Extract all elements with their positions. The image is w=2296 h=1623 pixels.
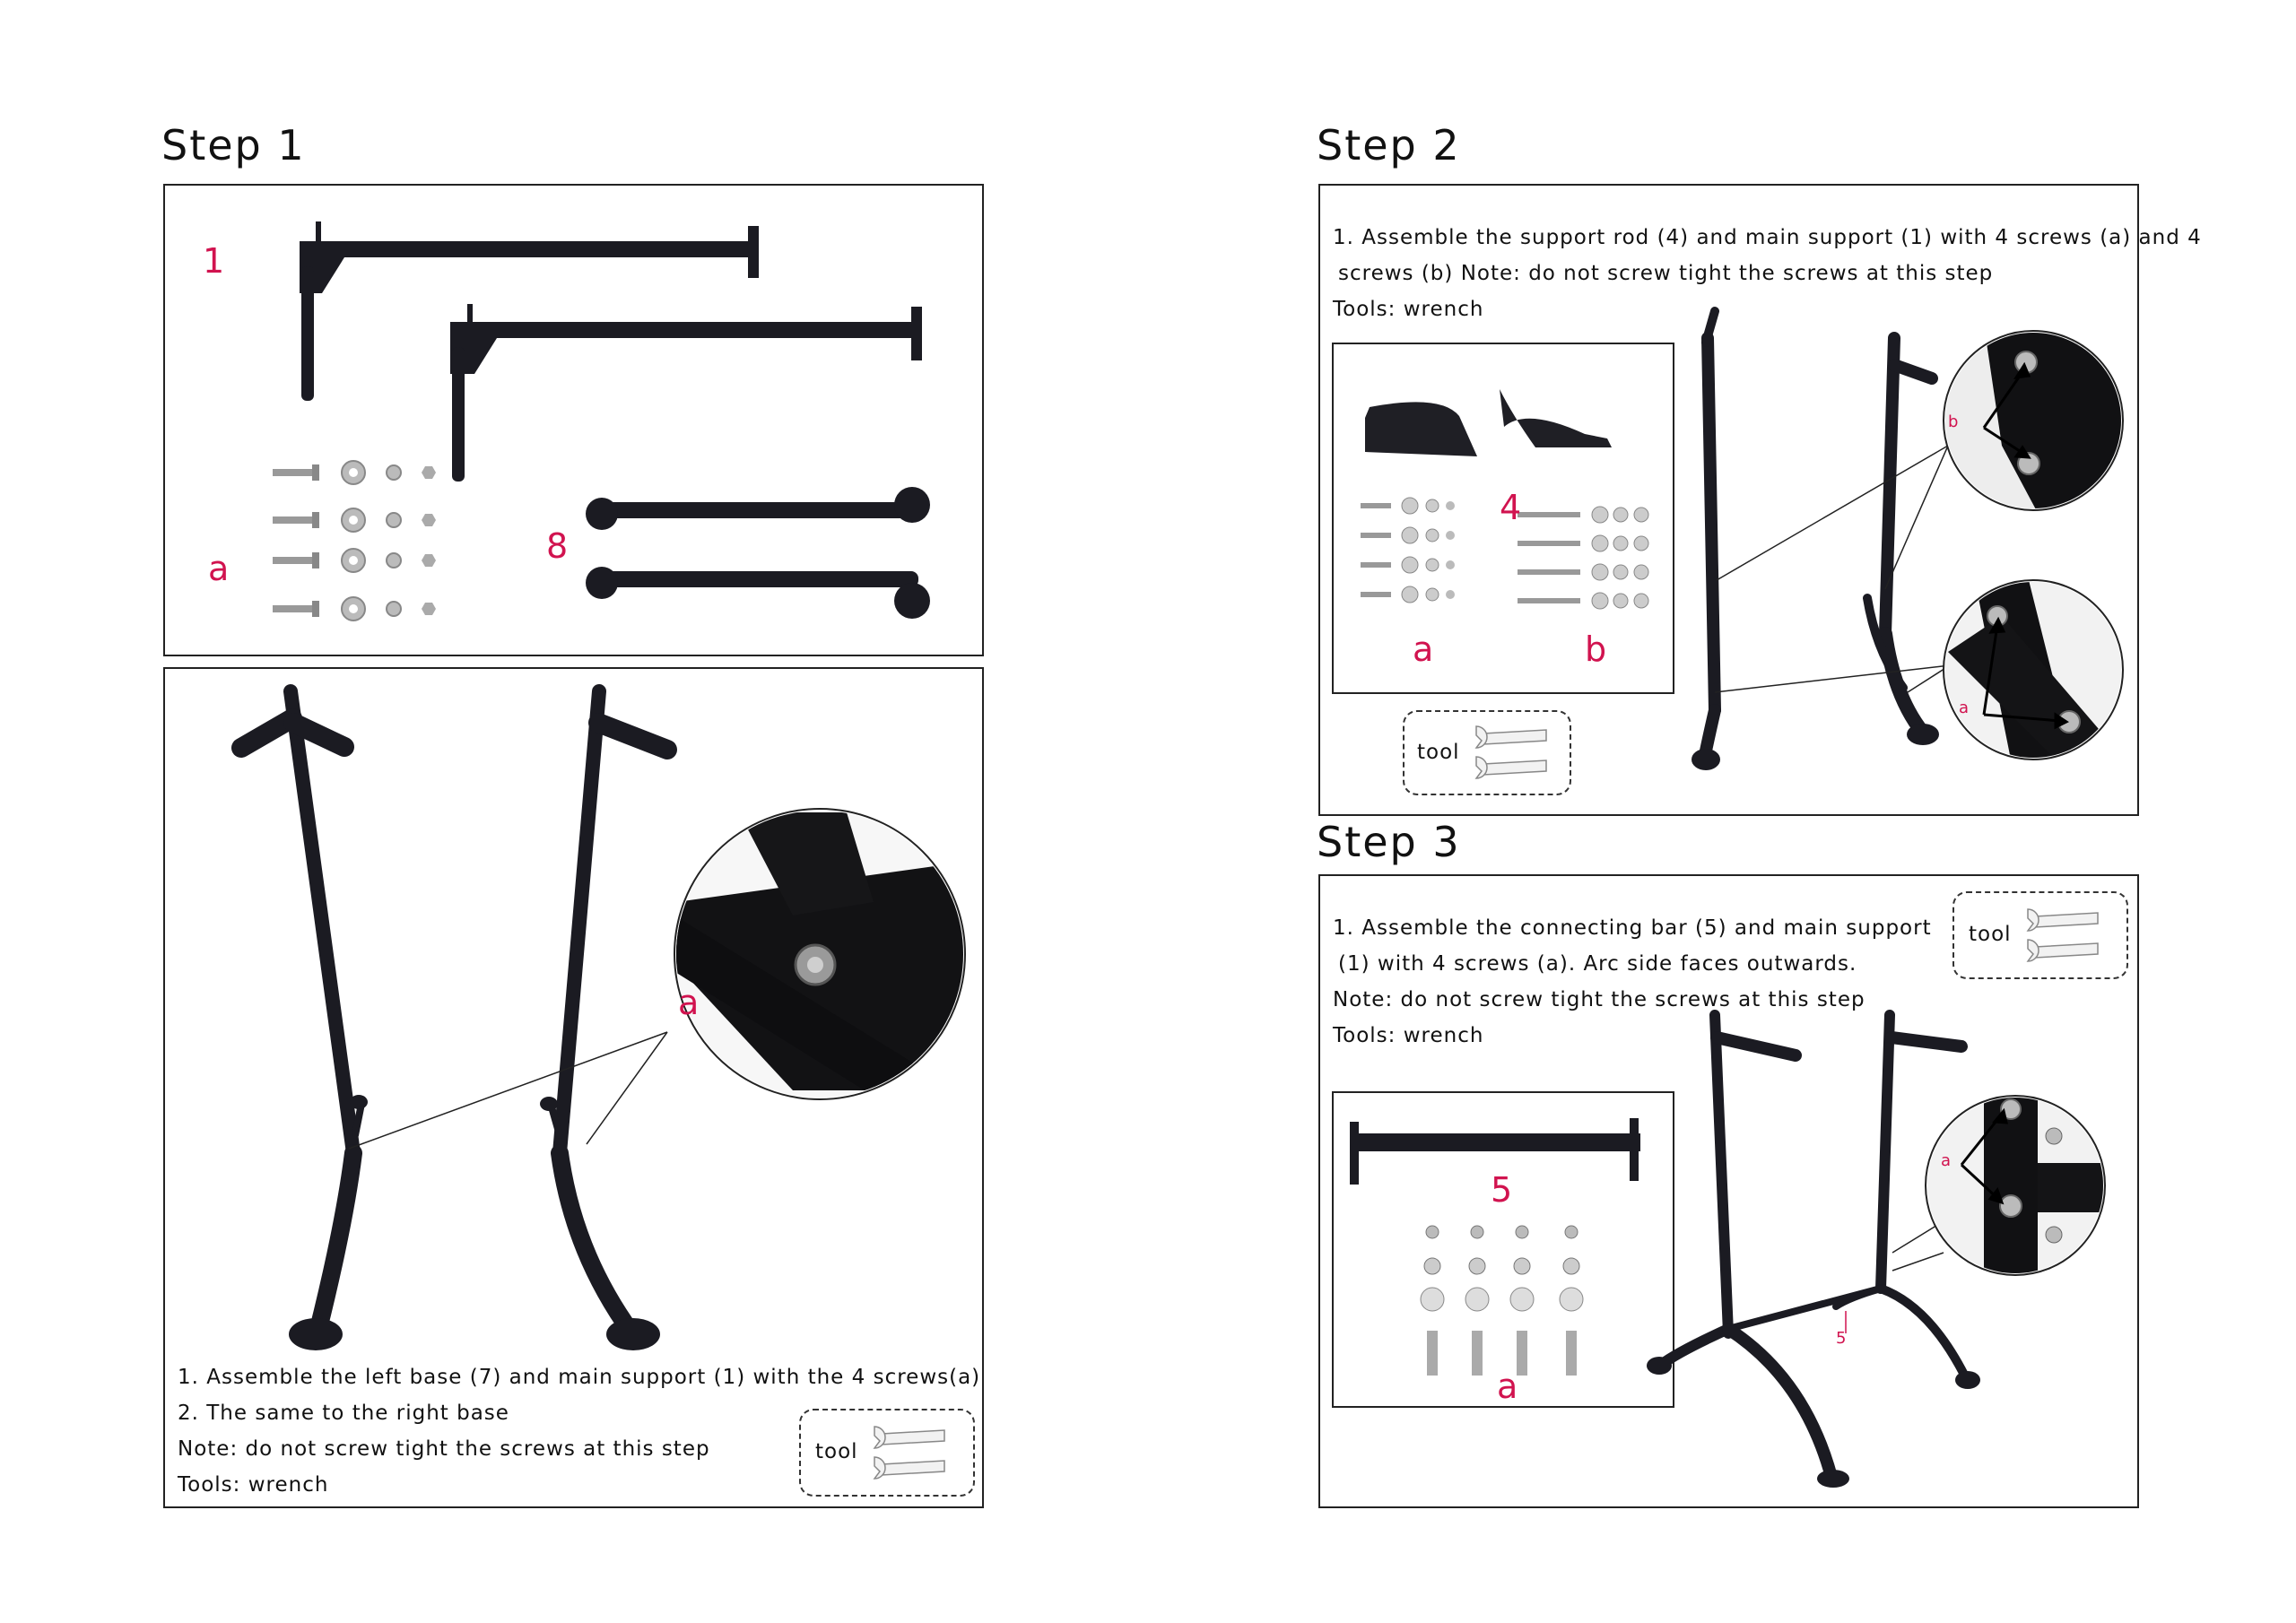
step3-panel: 1. Assemble the connecting bar (5) and m… [1318,874,2139,1508]
step1-title: Step 1 [161,121,306,169]
step2-panel: 1. Assemble the support rod (4) and main… [1318,184,2201,816]
tool-label: tool [1417,741,1460,764]
tool-label: tool [815,1440,858,1463]
step1-assembly-illustration [231,684,966,1350]
step1-assembly-panel: a 1. Assemble the left base (7) and main… [163,667,984,1508]
step2-title: Step 2 [1317,121,1461,169]
step3-instruction-line: (1) with 4 screws (a). Arc side faces ou… [1338,952,1857,976]
part-label-main-support: 1 [203,241,225,281]
part-label-screws-b: b [1585,629,1607,669]
step1-instruction-line: 1. Assemble the left base (7) and main s… [178,1366,981,1389]
wrench-icon [873,1426,945,1480]
part-label-screws: a [1497,1367,1518,1406]
part-label-screws: a [208,549,230,588]
step2-instructions: 1. Assemble the support rod (4) and main… [1333,220,2202,327]
step2-tool-box: tool [1403,710,1571,795]
detail-label-a: a [1959,699,1970,717]
part-label-connecting-bar: 5 [1491,1170,1513,1210]
step3-parts-inset: 5 a [1332,1091,1674,1408]
step1-instruction-line: 2. The same to the right base [178,1402,509,1425]
detail-label-screw: a [678,983,700,1022]
tool-label: tool [1969,923,2012,946]
step3-instruction-line: 1. Assemble the connecting bar (5) and m… [1333,916,1932,940]
detail-label-b: b [1948,412,1959,431]
part-label-screws-a: a [1413,629,1434,669]
step3-parts-illustration [1350,1118,1640,1376]
step2-instruction-line: screws (b) Note: do not screw tight the … [1338,262,1994,285]
step3-title: Step 3 [1317,818,1461,866]
step3-instruction-line: Tools: wrench [1333,1024,1484,1047]
step1-instructions: 1. Assemble the left base (7) and main s… [178,1359,980,1503]
step1-parts-panel: 1 a 8 [163,184,984,656]
step3-assembly-illustration [1647,1010,2106,1488]
step3-instructions: 1. Assemble the connecting bar (5) and m… [1333,910,1932,1054]
callout-label-connecting-bar: 5 [1836,1329,1847,1348]
step2-parts-inset: 4 a b [1332,343,1674,694]
step3-instruction-line: Note: do not screw tight the screws at t… [1333,988,1866,1011]
step3-tool-box: tool [1952,891,2128,979]
step1-instruction-line: Tools: wrench [178,1473,329,1497]
wrench-icon [2026,908,2099,962]
part-label-base: 8 [546,526,569,566]
wrench-icon [1474,725,1547,779]
part-label-support-rod: 4 [1500,488,1522,527]
step1-tool-box: tool [799,1409,975,1497]
detail-label-a: a [1941,1151,1952,1170]
step2-instruction-line: Tools: wrench [1333,298,1484,321]
step2-parts-illustration [1361,389,1649,610]
step2-assembly-illustration [1692,307,2124,770]
step1-instruction-line: Note: do not screw tight the screws at t… [178,1437,710,1461]
main-support-illustration [273,221,930,621]
step2-instruction-line: 1. Assemble the support rod (4) and main… [1333,226,2202,249]
